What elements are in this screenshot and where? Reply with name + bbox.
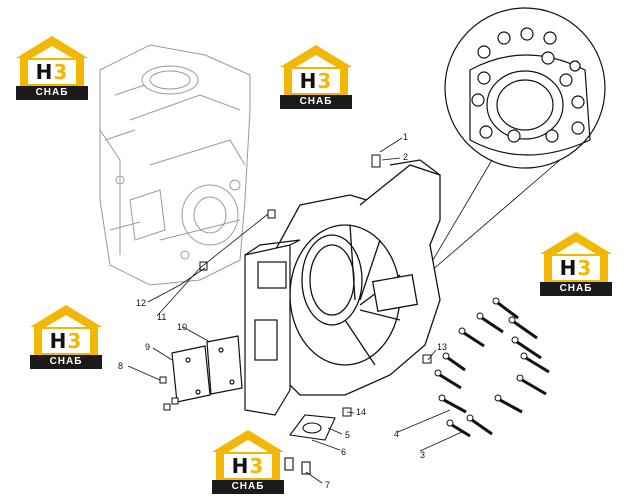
logo-caption: СНАБ (280, 95, 352, 109)
logo-top-left: H3 СНАБ (14, 36, 92, 106)
detail-circle (429, 7, 606, 273)
logo-caption: СНАБ (16, 86, 88, 100)
side-cover-block (244, 239, 301, 416)
logo-bottom: H3 СНАБ (210, 430, 288, 500)
callout-8: 8 (118, 361, 123, 371)
callout-9: 9 (145, 342, 150, 352)
callout-1: 1 (403, 132, 408, 142)
logo-left-middle: H3 СНАБ (28, 305, 106, 375)
bolt-set (434, 297, 550, 438)
callout-5: 5 (345, 430, 350, 440)
callout-2: 2 (403, 152, 408, 162)
flywheel-housing (264, 159, 441, 396)
callout-12: 12 (136, 298, 146, 308)
logo-caption: СНАБ (30, 355, 102, 369)
logo-top-center: H3 СНАБ (278, 45, 356, 115)
callout-11: 11 (157, 312, 166, 322)
callout-10: 10 (177, 322, 187, 332)
callout-3: 3 (420, 450, 425, 460)
cover-plates (171, 335, 243, 403)
callout-7: 7 (325, 480, 330, 490)
logo-caption: СНАБ (540, 282, 612, 296)
gasket-and-bolts (284, 414, 336, 475)
callout-14: 14 (356, 407, 366, 417)
callout-6: 6 (341, 447, 346, 457)
callout-4: 4 (394, 429, 399, 439)
callout-labels: 1 2 3 4 5 6 7 8 9 10 11 12 13 14 (118, 132, 447, 490)
engine-block (99, 44, 251, 286)
logo-caption: СНАБ (212, 480, 284, 494)
callout-13: 13 (437, 342, 447, 352)
leader-lines (127, 137, 463, 484)
logo-right: H3 СНАБ (538, 232, 616, 302)
